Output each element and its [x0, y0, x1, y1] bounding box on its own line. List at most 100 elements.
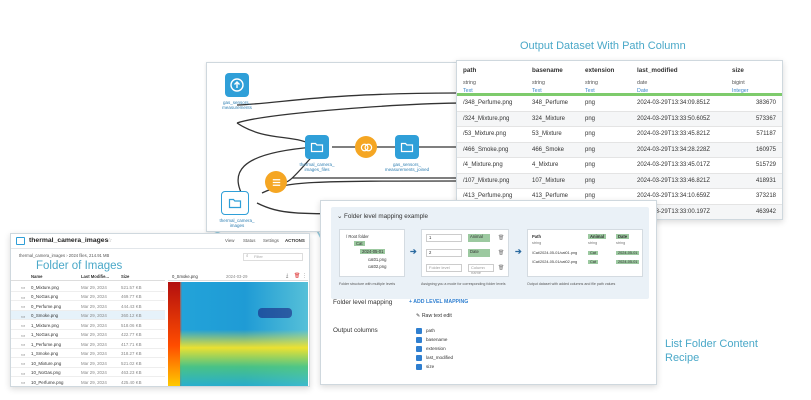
checkbox-basename[interactable]: [416, 337, 422, 343]
column-header[interactable]: extension: [585, 67, 615, 74]
node-label-camera-images: thermal_camera_images: [219, 218, 255, 229]
list-cell: 1_Smoke.png: [31, 351, 59, 356]
column-type: date: [637, 80, 648, 86]
list-cell: 0_NoGas.png: [31, 294, 59, 299]
list-cell: 0_Perfume.png: [31, 303, 62, 309]
table-cell: 2024-03-29T13:33:50.605Z: [637, 115, 711, 122]
table-cell: 463942: [755, 208, 776, 215]
example-title[interactable]: ⌄ Folder level mapping example: [337, 213, 429, 220]
list-cell: 1_NoGas.png: [31, 332, 59, 337]
more-icon[interactable]: ⋮: [302, 273, 307, 279]
table-cell: 160975: [755, 146, 776, 153]
raw-text-edit-link[interactable]: ✎ Raw text edit: [416, 313, 452, 319]
add-level-mapping-button[interactable]: + ADD LEVEL MAPPING: [409, 299, 469, 305]
column-header[interactable]: last_modified: [637, 67, 678, 74]
trash-icon[interactable]: 🗑: [498, 250, 505, 256]
out-type: string: [588, 241, 598, 245]
checkbox-extension[interactable]: [416, 346, 422, 352]
list-cell: Mar 29, 2024: [81, 341, 107, 347]
tab-settings[interactable]: Settings: [263, 238, 279, 243]
tab-view[interactable]: View: [225, 238, 235, 243]
trash-icon[interactable]: 🗑: [498, 235, 505, 241]
header-size[interactable]: Size: [121, 274, 130, 279]
caption-recipe-line2: Recipe: [665, 352, 700, 364]
checkbox-size[interactable]: [416, 364, 422, 370]
checkbox-path[interactable]: [416, 328, 422, 334]
table-cell: /466_Smoke.png: [463, 146, 509, 153]
node-label-images-files: thermal_camera_images_files: [299, 162, 335, 173]
table-cell: /4_Mixture.png: [463, 162, 503, 168]
folder-header: thermal_camera_images ☆ View Status Sett…: [11, 234, 309, 249]
table-cell: /413_Perfume.png: [463, 193, 513, 199]
filter-input[interactable]: Filter: [243, 253, 303, 261]
trash-icon[interactable]: 🗑: [498, 265, 505, 271]
table-cell: /53_Mixture.png: [463, 131, 507, 137]
table-cell: png: [585, 131, 596, 137]
tab-status[interactable]: Status: [243, 238, 256, 243]
arrow-right-icon: ➔: [410, 247, 417, 256]
chevron-down-icon: ⌄: [337, 213, 343, 220]
column-meaning[interactable]: Text: [585, 88, 595, 94]
column-header[interactable]: basename: [532, 67, 563, 74]
column-field[interactable]: Animal: [468, 234, 490, 242]
list-cell: Mar 29, 2024: [81, 351, 107, 356]
upload-icon[interactable]: [225, 73, 249, 97]
table-cell: 53_Mixture: [532, 131, 562, 137]
table-header: path basename extension last_modified si…: [457, 61, 782, 96]
folder-icon[interactable]: [305, 135, 329, 159]
level-field[interactable]: 2: [426, 249, 462, 257]
level-placeholder[interactable]: Folder level: [426, 264, 462, 272]
folder-view-panel: thermal_camera_images ☆ View Status Sett…: [10, 233, 310, 387]
table-cell: png: [585, 162, 596, 168]
folder-icon[interactable]: [395, 135, 419, 159]
list-cell: 0_Mixture.png: [31, 284, 59, 290]
column-meaning[interactable]: Text: [463, 88, 473, 94]
folder-icon[interactable]: [221, 191, 249, 215]
column-header[interactable]: size: [732, 67, 744, 74]
list-cell: 10_NoGas.png: [31, 370, 61, 375]
column-placeholder[interactable]: Column name: [468, 264, 494, 275]
node-label-joined: gas_sensors_measurements_joined: [384, 162, 430, 173]
caption-mapping: Assigning you a mode for corresponding f…: [421, 282, 506, 286]
caption-output: Output dataset with added columns and fi…: [527, 282, 616, 286]
column-header[interactable]: path: [463, 67, 477, 74]
star-icon[interactable]: ☆: [107, 238, 113, 244]
image-file-icon: ▭: [21, 361, 26, 366]
actions-button[interactable]: ACTIONS: [285, 238, 305, 243]
list-folder-recipe-icon[interactable]: [265, 171, 287, 193]
column-meaning[interactable]: Text: [532, 88, 542, 94]
out-cell: /Cat/2024-05-01/cat02.png: [532, 260, 578, 264]
column-meaning[interactable]: Date: [637, 88, 649, 94]
table-cell: 515729: [755, 162, 776, 168]
out-header: Animal: [588, 234, 606, 239]
level-field[interactable]: 1: [426, 234, 462, 242]
checkbox-last-modified[interactable]: [416, 355, 422, 361]
delete-icon[interactable]: 🗑: [294, 273, 301, 279]
header-modified[interactable]: Last Modifie...: [81, 274, 109, 279]
list-cell: 425.40 KB: [121, 379, 142, 385]
recipe-join-icon[interactable]: [355, 136, 377, 158]
image-file-icon: ▭: [21, 332, 26, 338]
column-field[interactable]: Date: [468, 249, 490, 257]
tree-file: cat02.png: [368, 264, 387, 269]
header-name[interactable]: Name: [31, 274, 43, 279]
column-meaning[interactable]: Integer: [732, 88, 749, 94]
download-icon[interactable]: ⤓: [286, 273, 289, 279]
